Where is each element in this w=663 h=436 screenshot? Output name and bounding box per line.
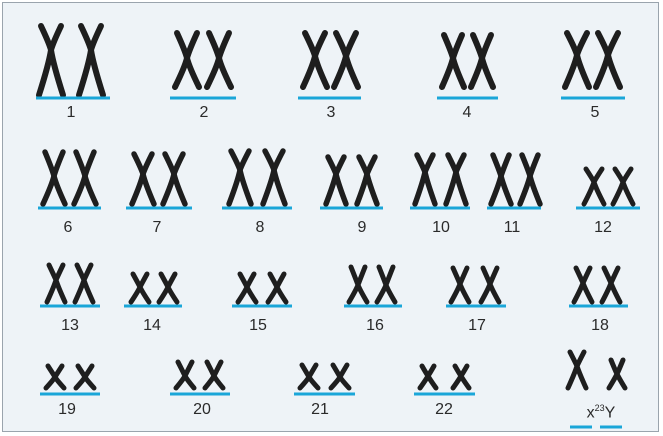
chromosome-1-b-left-arm <box>79 26 91 95</box>
chromosome-label-7: 7 <box>132 219 182 237</box>
chromosome-label-3: 3 <box>306 104 356 122</box>
chromosome-12-a-right-arm <box>594 169 604 204</box>
chromosome-label-14: 14 <box>127 317 177 335</box>
chromosome-19-b-right-arm <box>85 366 94 388</box>
chromosome-12-a-left-arm <box>584 169 594 204</box>
chromosome-label-21: 21 <box>295 401 345 419</box>
chromosome-8-a-left-arm <box>229 151 240 204</box>
chromosome-label-11: 11 <box>487 219 537 237</box>
chromosome-10-a-left-arm <box>415 155 425 204</box>
chromosome-3-b-right-arm <box>346 33 358 87</box>
chromosome-2-b-right-arm <box>219 33 231 87</box>
chromosome-1-b-right-arm <box>91 26 103 95</box>
chromosome-1-a-left-arm <box>39 26 51 95</box>
chromosome-label-17: 17 <box>452 317 502 335</box>
chromosome-label-sex: x23Y <box>571 399 631 422</box>
chromosome-label-19: 19 <box>42 401 92 419</box>
chromosome-label-18: 18 <box>575 317 625 335</box>
chromosome-15-a-right-arm <box>247 274 256 302</box>
chromosome-9-b-left-arm <box>357 157 367 204</box>
chromosome-18-a-right-arm <box>583 268 592 302</box>
chromosome-12-b-right-arm <box>623 169 633 204</box>
chromosome-16-a-right-arm <box>358 267 367 302</box>
chromosome-6-a-right-arm <box>54 152 65 204</box>
chromosome-9-a-left-arm <box>326 157 336 204</box>
chromosome-14-b-right-arm <box>168 274 177 302</box>
chromosome-5-a-right-arm <box>577 33 589 87</box>
chromosome-10-b-left-arm <box>446 155 456 204</box>
chromosome-5-b-right-arm <box>608 33 620 87</box>
chromosome-18-b-right-arm <box>611 268 620 302</box>
chromosome-y-right-arm <box>617 360 625 388</box>
chromosome-label-16: 16 <box>350 317 400 335</box>
chromosome-8-a-right-arm <box>240 151 251 204</box>
chromosome-10-a-right-arm <box>425 155 435 204</box>
chromosome-label-8: 8 <box>235 219 285 237</box>
chromosome-20-a-right-arm <box>185 362 194 388</box>
sex-superscript: 23 <box>595 403 605 413</box>
chromosome-1-a-right-arm <box>51 26 63 95</box>
chromosome-6-b-right-arm <box>85 152 96 204</box>
chromosome-13-a-right-arm <box>56 265 65 302</box>
chromosome-label-6: 6 <box>43 219 93 237</box>
chromosome-17-b-right-arm <box>490 268 499 302</box>
chromosome-11-b-right-arm <box>530 155 540 204</box>
chromosome-label-12: 12 <box>578 219 628 237</box>
chromosome-label-5: 5 <box>570 104 620 122</box>
chromosome-12-b-left-arm <box>613 169 623 204</box>
chromosome-10-b-right-arm <box>456 155 466 204</box>
chromosome-x-left-arm <box>568 352 577 388</box>
chromosome-13-b-right-arm <box>84 265 93 302</box>
chromosome-3-a-right-arm <box>315 33 327 87</box>
sex-x-label: x <box>587 404 595 421</box>
chromosome-19-a-right-arm <box>55 366 64 388</box>
chromosome-21-b-right-arm <box>340 365 349 388</box>
chromosome-22-b-right-arm <box>461 366 469 388</box>
chromosome-14-a-right-arm <box>140 274 149 302</box>
chromosome-22-a-right-arm <box>428 366 436 388</box>
chromosome-7-a-left-arm <box>132 154 143 204</box>
chromosome-20-b-right-arm <box>214 362 223 388</box>
chromosome-label-4: 4 <box>442 104 492 122</box>
chromosome-11-a-right-arm <box>501 155 511 204</box>
chromosome-7-a-right-arm <box>143 154 154 204</box>
sex-y-label: Y <box>605 404 616 421</box>
chromosome-2-a-right-arm <box>187 33 199 87</box>
chromosome-label-13: 13 <box>45 317 95 335</box>
chromosome-label-22: 22 <box>419 401 469 419</box>
chromosome-9-b-right-arm <box>367 157 377 204</box>
chromosome-21-a-right-arm <box>309 365 318 388</box>
chromosome-label-9: 9 <box>337 219 387 237</box>
chromosome-16-b-right-arm <box>386 267 395 302</box>
chromosome-label-20: 20 <box>177 401 227 419</box>
chromosome-label-10: 10 <box>416 219 466 237</box>
chromosome-4-a-right-arm <box>453 35 464 87</box>
chromosome-label-2: 2 <box>179 104 229 122</box>
chromosome-label-15: 15 <box>233 317 283 335</box>
chromosome-8-b-left-arm <box>263 151 274 204</box>
chromosome-15-b-right-arm <box>277 274 286 302</box>
chromosome-7-b-right-arm <box>174 154 185 204</box>
chromosome-17-a-right-arm <box>460 268 469 302</box>
chromosome-8-b-right-arm <box>274 151 285 204</box>
chromosome-4-b-right-arm <box>482 35 493 87</box>
chromosome-9-a-right-arm <box>336 157 346 204</box>
chromosome-x-right-arm <box>577 352 586 388</box>
chromosome-7-b-left-arm <box>163 154 174 204</box>
chromosome-label-1: 1 <box>46 104 96 122</box>
